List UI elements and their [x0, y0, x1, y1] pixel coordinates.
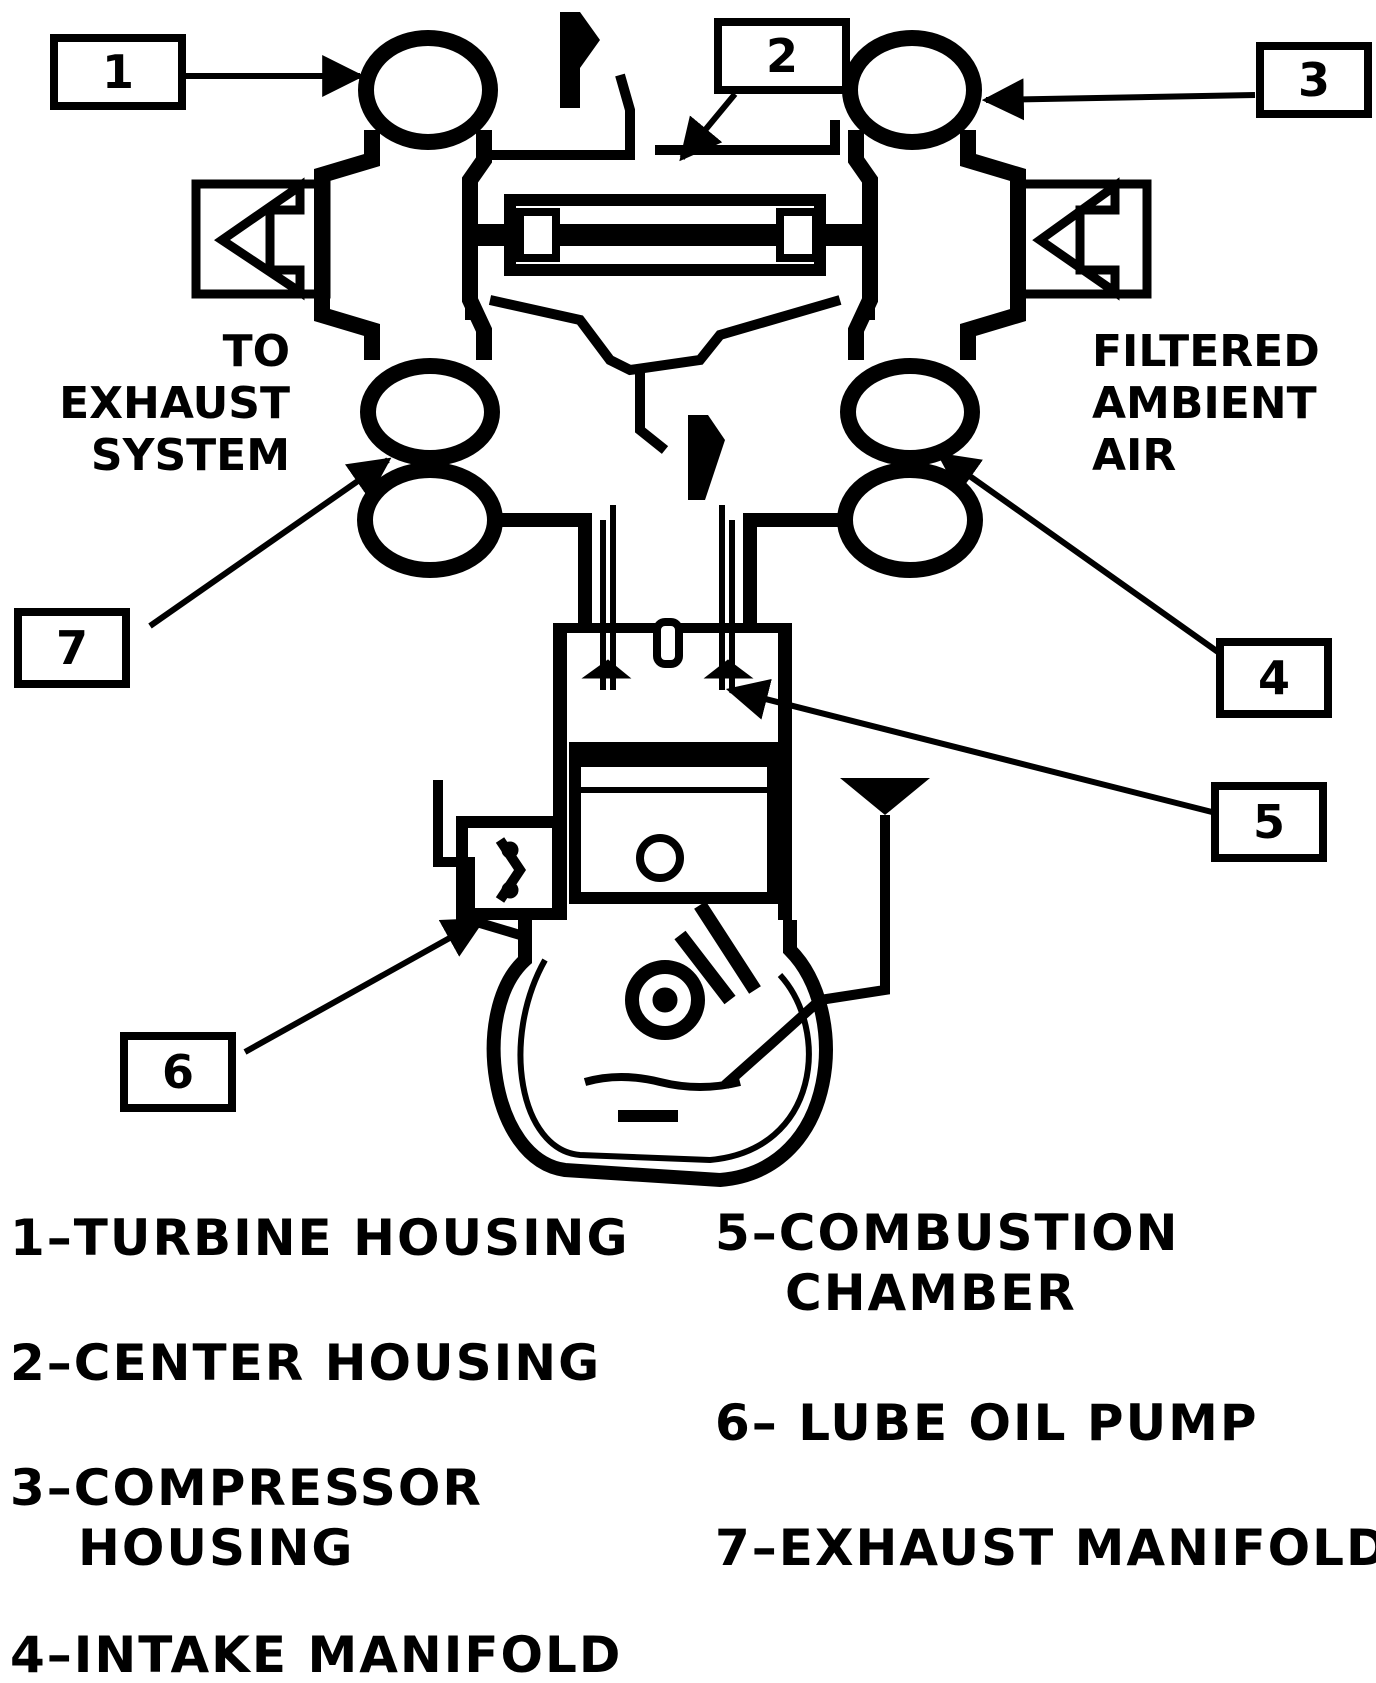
label-filtered-ambient-air: FILTERED AMBIENT AIR	[1092, 326, 1320, 481]
callout-2-label: 2	[766, 29, 798, 83]
callout-1-label: 1	[102, 45, 134, 99]
exhaust-manifold	[357, 358, 592, 625]
legend-item-2: 2–CENTER HOUSING	[10, 1334, 601, 1392]
leader-5	[725, 678, 1213, 815]
left-label-line-2: EXHAUST	[59, 378, 290, 429]
right-label-line-3: AIR	[1092, 430, 1176, 481]
callout-5: 5	[1211, 782, 1327, 862]
legend-item-4: 4–INTAKE MANIFOLD	[10, 1626, 622, 1678]
legend-item-3-cont: HOUSING	[78, 1519, 354, 1577]
callout-4-label: 4	[1258, 651, 1290, 705]
flow-arrows	[560, 12, 930, 815]
leader-4	[936, 452, 1220, 655]
callout-2: 2	[714, 18, 850, 94]
label-to-exhaust-system: TO EXHAUST SYSTEM	[59, 326, 290, 481]
exhaust-outlet-arrow	[191, 177, 331, 301]
legend-item-7: 7–EXHAUST MANIFOLD	[715, 1519, 1376, 1577]
leader-6	[243, 917, 486, 1055]
callout-6-label: 6	[162, 1045, 194, 1099]
callout-5-label: 5	[1253, 795, 1285, 849]
legend-item-5: 5–COMBUSTION	[715, 1204, 1180, 1262]
legend-item-3: 3–COMPRESSOR	[10, 1459, 483, 1517]
left-label-line-1: TO	[223, 326, 290, 377]
callout-7: 7	[14, 608, 130, 688]
leader-3	[981, 78, 1256, 121]
legend: 1–TURBINE HOUSING 2–CENTER HOUSING 3–COM…	[10, 1204, 1376, 1683]
left-label-line-3: SYSTEM	[91, 430, 290, 481]
callout-6: 6	[120, 1032, 236, 1112]
cylinder	[553, 505, 792, 920]
legend-item-5-cont: CHAMBER	[785, 1264, 1077, 1322]
oil-filler-funnel	[840, 778, 930, 815]
oil-return-arrow	[688, 415, 725, 500]
right-label-line-2: AMBIENT	[1092, 378, 1317, 429]
crankcase	[486, 901, 833, 1188]
callout-4: 4	[1216, 638, 1332, 718]
oil-inlet-arrow	[560, 12, 600, 108]
callout-7-label: 7	[56, 621, 88, 675]
leader-7	[148, 457, 392, 629]
callout-3: 3	[1256, 42, 1372, 118]
turbine-housing	[314, 30, 498, 360]
leader-lines	[148, 55, 1256, 1055]
right-label-line-1: FILTERED	[1092, 326, 1320, 377]
center-housing	[465, 73, 875, 454]
oil-filler-line	[721, 815, 890, 1089]
leader-2	[679, 92, 738, 162]
legend-item-6: 6– LUBE OIL PUMP	[715, 1394, 1259, 1452]
callout-3-label: 3	[1298, 53, 1330, 107]
callout-1: 1	[50, 34, 186, 110]
piston	[569, 742, 779, 904]
compressor-housing	[842, 30, 1026, 360]
air-inlet-arrow	[1010, 177, 1152, 301]
legend-item-1: 1–TURBINE HOUSING	[10, 1209, 630, 1267]
intake-manifold	[743, 358, 983, 625]
lube-oil-pump	[433, 780, 564, 940]
